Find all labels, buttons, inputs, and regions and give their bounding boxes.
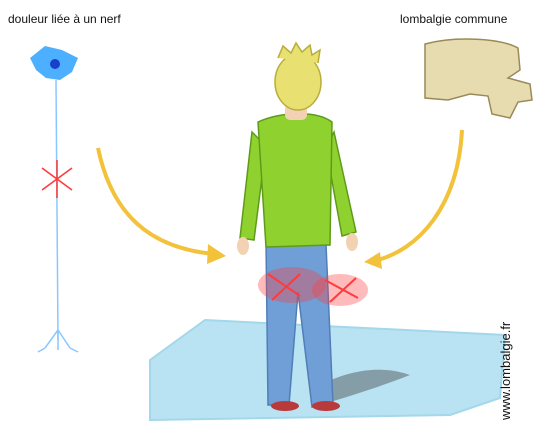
watermark-url: www.lombalgie.fr: [498, 300, 518, 420]
pain-burst-icon: [42, 160, 72, 198]
neuron-icon: [30, 46, 78, 352]
arrow-left-icon: [98, 148, 226, 264]
shirt: [258, 114, 332, 247]
vertebra-icon: [425, 39, 532, 118]
label-common-back-pain: lombalgie commune: [400, 12, 507, 26]
label-nerve-pain: douleur liée à un nerf: [8, 12, 121, 26]
arrow-right-icon: [364, 130, 462, 269]
